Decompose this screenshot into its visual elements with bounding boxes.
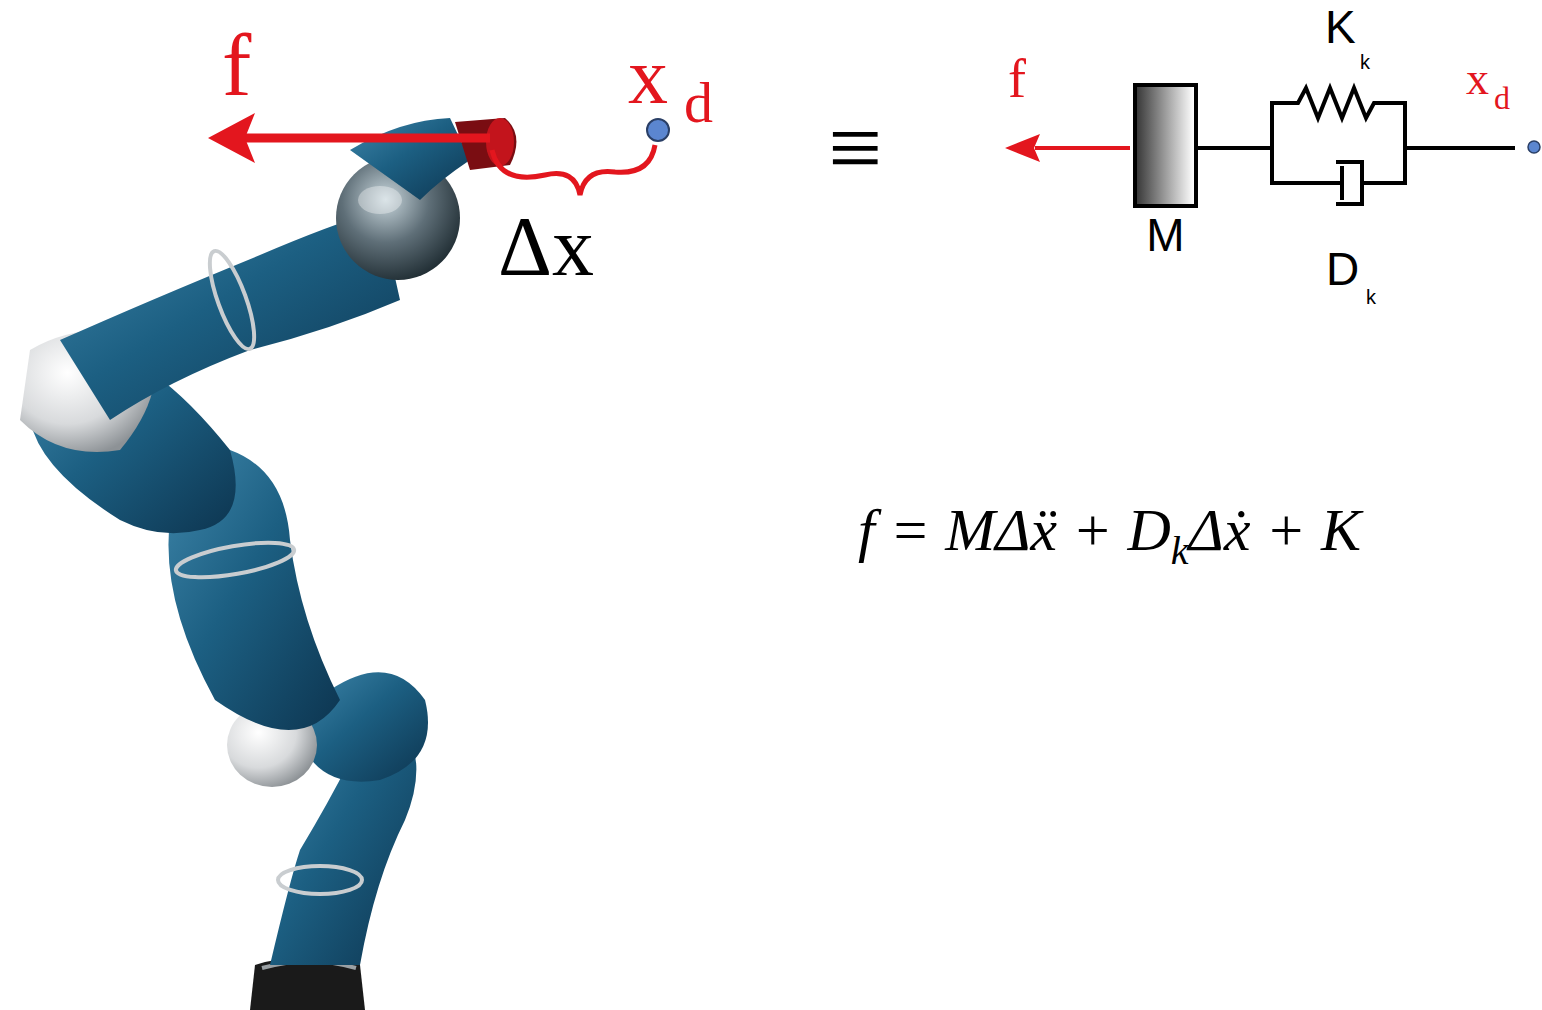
curly-brace xyxy=(492,145,655,195)
stiffness-label: K xyxy=(1325,4,1356,50)
force-arrow xyxy=(1035,146,1130,150)
target-label: x xyxy=(628,36,668,116)
spring-damper xyxy=(1198,88,1515,204)
target-label: x xyxy=(1466,56,1489,102)
displacement-label: Δx xyxy=(498,205,594,289)
equation: f = MΔẍ + DkΔẋ + K xyxy=(858,500,1361,560)
arrowhead xyxy=(208,113,255,163)
equation-term: Δẋ + K xyxy=(1189,497,1361,563)
equivalence-sign: ≡ xyxy=(828,100,882,196)
equation-term: f = MΔẍ + D xyxy=(858,497,1171,563)
subscript: d xyxy=(1494,82,1510,114)
arrowhead xyxy=(1005,134,1040,162)
force-label: f xyxy=(222,22,251,110)
subscript: k xyxy=(1171,528,1189,573)
target-point xyxy=(1528,141,1540,153)
mass-box: M xyxy=(1133,83,1198,208)
damping-label: D xyxy=(1326,246,1359,292)
force-label: f xyxy=(1008,52,1026,106)
subscript: k xyxy=(1360,52,1370,72)
subscript: d xyxy=(684,74,713,132)
robot-arm xyxy=(20,118,516,1010)
subscript: k xyxy=(1366,287,1376,307)
mass-label: M xyxy=(1146,212,1184,258)
target-point xyxy=(647,119,669,141)
force-arrow xyxy=(245,134,490,143)
